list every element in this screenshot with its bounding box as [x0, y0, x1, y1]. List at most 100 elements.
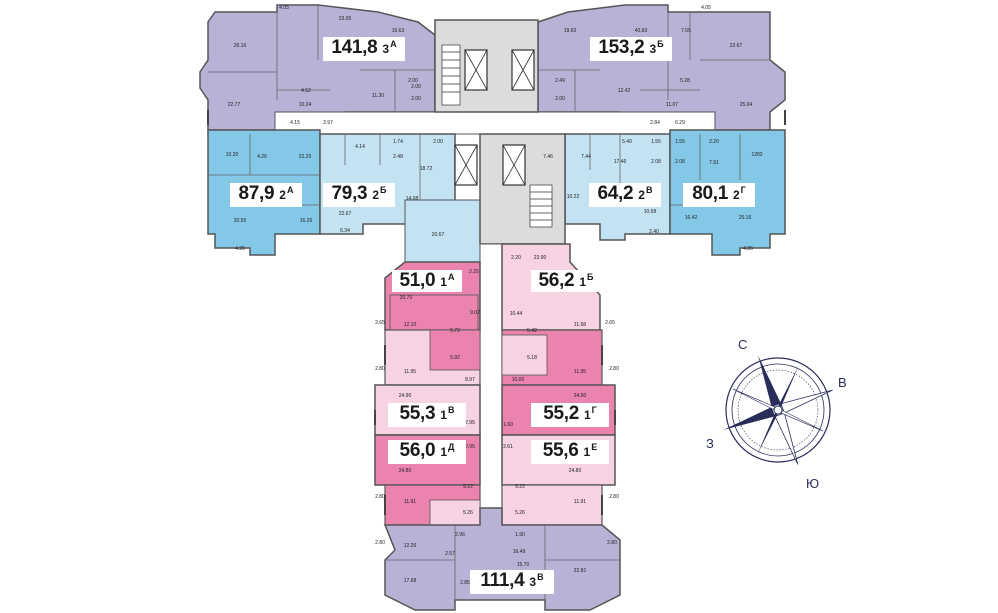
room-area: 4.05 [701, 5, 711, 11]
room-area: 23.05 [339, 16, 352, 22]
apt-letter: Д [448, 442, 455, 452]
apt-area: 56,2 [538, 270, 575, 291]
room-area: 14.08 [406, 196, 419, 202]
room-area: 22.67 [730, 43, 743, 49]
room-area: 2.80 [375, 494, 385, 500]
room-area: 10.68 [644, 209, 657, 215]
apt-area: 55,2 [543, 403, 579, 424]
room-area: 24.80 [399, 468, 412, 474]
apt-label-3b: 153,2 3Б [590, 37, 672, 61]
room-area: 2.61 [503, 444, 513, 450]
room-area: 11.95 [404, 369, 416, 375]
apt-label-1b: 56,2 1Б [531, 270, 601, 292]
corridor-vertical [479, 243, 503, 510]
apt-letter: В [645, 185, 653, 195]
room-area: 40.60 [635, 28, 648, 34]
room-area: 5.28 [680, 78, 690, 84]
elevator-1-x2 [464, 49, 488, 91]
stair-top [441, 44, 461, 106]
room-area: 22.77 [228, 102, 241, 108]
apt-area: 87,9 [238, 183, 275, 204]
room-area: 10.24 [299, 102, 312, 108]
room-area: 2.80 [607, 540, 617, 546]
apt-area: 56,0 [399, 440, 436, 461]
room-area: 16.26 [300, 218, 313, 224]
apt-label-1v: 55,3 1В [388, 403, 466, 427]
room-area: 12.42 [618, 88, 631, 94]
room-area: 9.02 [470, 310, 480, 316]
room-area: 1.90 [515, 532, 525, 538]
room-area: 22.67 [339, 211, 352, 217]
apt-label-3a: 141,8 3А [323, 37, 405, 61]
room-area: 2.49 [555, 78, 565, 84]
window-marks [207, 110, 786, 515]
apt-rooms: 1 [583, 408, 591, 422]
apt-3a-shape [199, 4, 436, 131]
room-area: 1.55 [651, 139, 661, 145]
room-area: 2.00 [408, 78, 418, 84]
apt-row2-left-pink [429, 329, 481, 371]
room-area: 2.00 [555, 96, 565, 102]
apt-rooms: 3 [529, 575, 537, 589]
room-area: 9.22 [515, 484, 525, 490]
room-area: 4.26 [743, 246, 753, 252]
room-area: 2.57 [445, 551, 455, 557]
apt-rooms: 1 [440, 275, 447, 289]
room-area: 6.29 [675, 120, 685, 126]
apt-rooms: 1 [583, 445, 591, 459]
apt-label-2b: 79,3 2Б [323, 183, 395, 207]
room-area: 11.30 [372, 93, 384, 99]
room-area: 2.08 [675, 159, 685, 165]
apt-area: 51,0 [399, 270, 436, 291]
room-area: 11.95 [574, 369, 586, 375]
apt-letter: Б [380, 185, 387, 195]
room-area: 2.40 [649, 229, 659, 235]
room-area: 10.20 [226, 152, 239, 158]
room-area: 2.08 [651, 159, 661, 165]
room-area: 2.00 [411, 84, 421, 90]
apt-label-1g: 55,2 1Г [531, 403, 609, 427]
room-area: 1282 [751, 152, 762, 158]
room-area: 3.97 [323, 120, 333, 126]
room-area: 2.95 [465, 444, 475, 450]
apt-letter: Б [587, 272, 594, 282]
apt-letter: Е [591, 442, 598, 452]
room-area: 20.70 [400, 295, 413, 301]
room-area: 11.07 [666, 102, 678, 108]
apt-rooms: 2 [732, 188, 740, 202]
stair-mid [529, 184, 553, 228]
room-area: 17.68 [404, 578, 417, 584]
room-area: 5.92 [450, 355, 460, 361]
room-area: 7.44 [581, 154, 591, 160]
room-area: 2.84 [650, 120, 660, 126]
room-area: 2.80 [609, 494, 619, 500]
apt-rooms: 1 [440, 408, 447, 422]
room-area: 2.65 [375, 320, 385, 326]
room-area: 2.80 [375, 366, 385, 372]
room-area: 12.26 [404, 543, 417, 549]
apt-label-1e: 55,6 1Е [531, 440, 609, 464]
apt-row2-right-light [501, 334, 548, 376]
compass-north: С [738, 337, 748, 352]
apt-2b-hall [404, 199, 481, 263]
compass-west: З [706, 436, 714, 451]
room-area: 15.70 [517, 562, 530, 568]
room-area: 25.16 [739, 215, 752, 221]
elevator-4-x2 [502, 144, 526, 186]
room-area-labels: 4.05 23.05 16.63 26.16 4.52 11.30 2.00 2… [226, 5, 763, 586]
room-area: 16.42 [685, 215, 698, 221]
room-area: 2.80 [375, 540, 385, 546]
room-area: 2.20 [709, 139, 719, 145]
room-area: 1.74 [393, 139, 403, 145]
room-area: 22.20 [299, 154, 312, 160]
room-area: 5.40 [622, 139, 632, 145]
apt-area: 153,2 [598, 37, 645, 58]
room-area: 10.00 [512, 377, 525, 383]
room-area: 5.72 [450, 328, 460, 334]
room-area: 9.22 [463, 484, 473, 490]
corridor-top [274, 111, 716, 135]
apt-letter: Г [591, 405, 597, 415]
room-area: 5.18 [527, 355, 537, 361]
apt-label-2v: 64,2 2В [589, 183, 661, 207]
room-area: 4.26 [235, 246, 245, 252]
